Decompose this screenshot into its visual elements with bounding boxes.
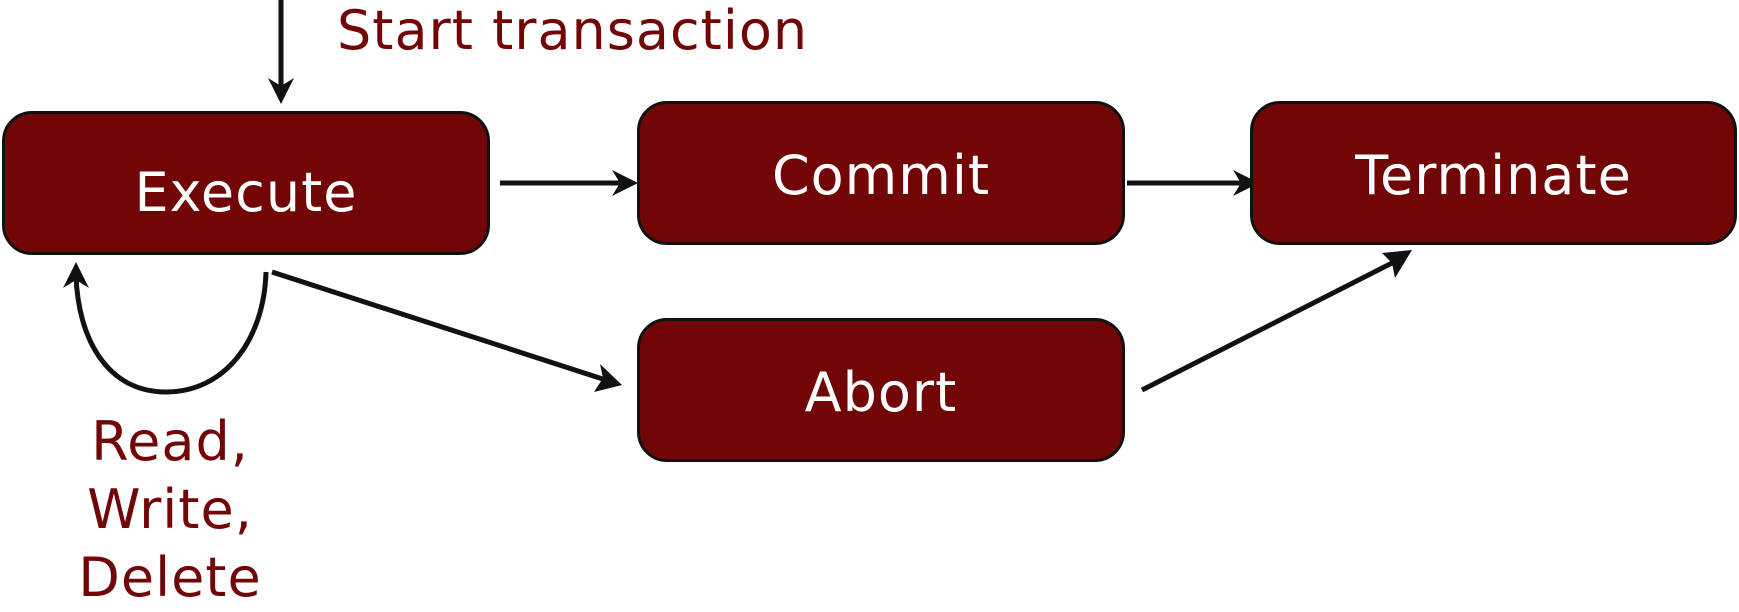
- execute-node: Execute: [2, 111, 490, 255]
- commit-label: Commit: [771, 143, 991, 207]
- arrowhead-self-loop: [63, 262, 89, 288]
- loop-label-line2: Delete: [78, 546, 262, 609]
- transaction-arrows: [63, 0, 1412, 395]
- arrowhead-terminate: [1233, 170, 1259, 196]
- arrowhead-start: [268, 78, 294, 104]
- execute-label: Execute: [134, 160, 358, 224]
- terminate-node: Terminate: [1250, 101, 1737, 245]
- abort-label: Abort: [804, 360, 958, 424]
- arrowhead-commit: [612, 170, 638, 196]
- terminate-label: Terminate: [1355, 143, 1632, 207]
- arrowhead-terminate-from-abort: [1382, 250, 1412, 278]
- read-write-delete-label: Read, Write, Delete: [0, 408, 340, 612]
- loop-label-line1: Read, Write,: [87, 410, 253, 541]
- start-transaction-label: Start transaction: [337, 0, 809, 62]
- edge-execute-to-abort: [271, 269, 613, 385]
- arrowhead-abort: [594, 364, 622, 392]
- edge-abort-to-terminate: [1140, 257, 1400, 393]
- edge-execute-self-loop: [73, 271, 269, 395]
- abort-node: Abort: [637, 318, 1125, 462]
- commit-node: Commit: [637, 101, 1125, 245]
